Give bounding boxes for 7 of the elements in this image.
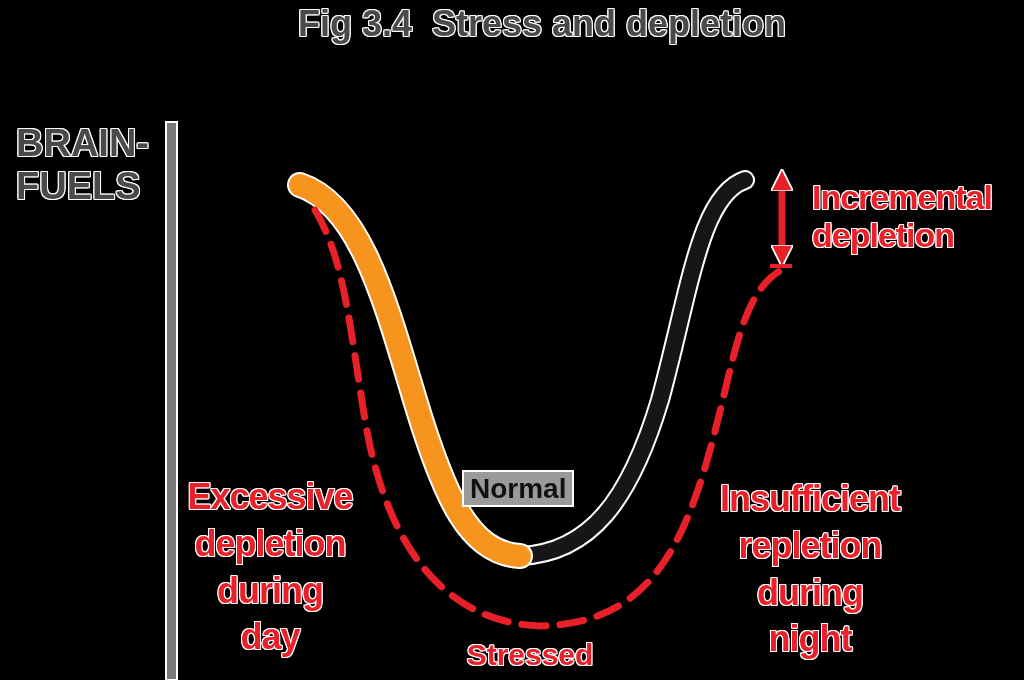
annotation-text: Insufficient repletion during night	[719, 477, 902, 662]
curve-label: Stressed	[465, 638, 595, 672]
figure-title: Fig 3.4 Stress and depletion	[296, 4, 788, 45]
axis-title: BRAIN-FUELS	[16, 122, 150, 208]
annotation-text: Excessive depletion during day	[186, 475, 354, 660]
curve-label: Normal	[462, 470, 575, 508]
measure-label: Incremental depletion	[812, 178, 993, 255]
